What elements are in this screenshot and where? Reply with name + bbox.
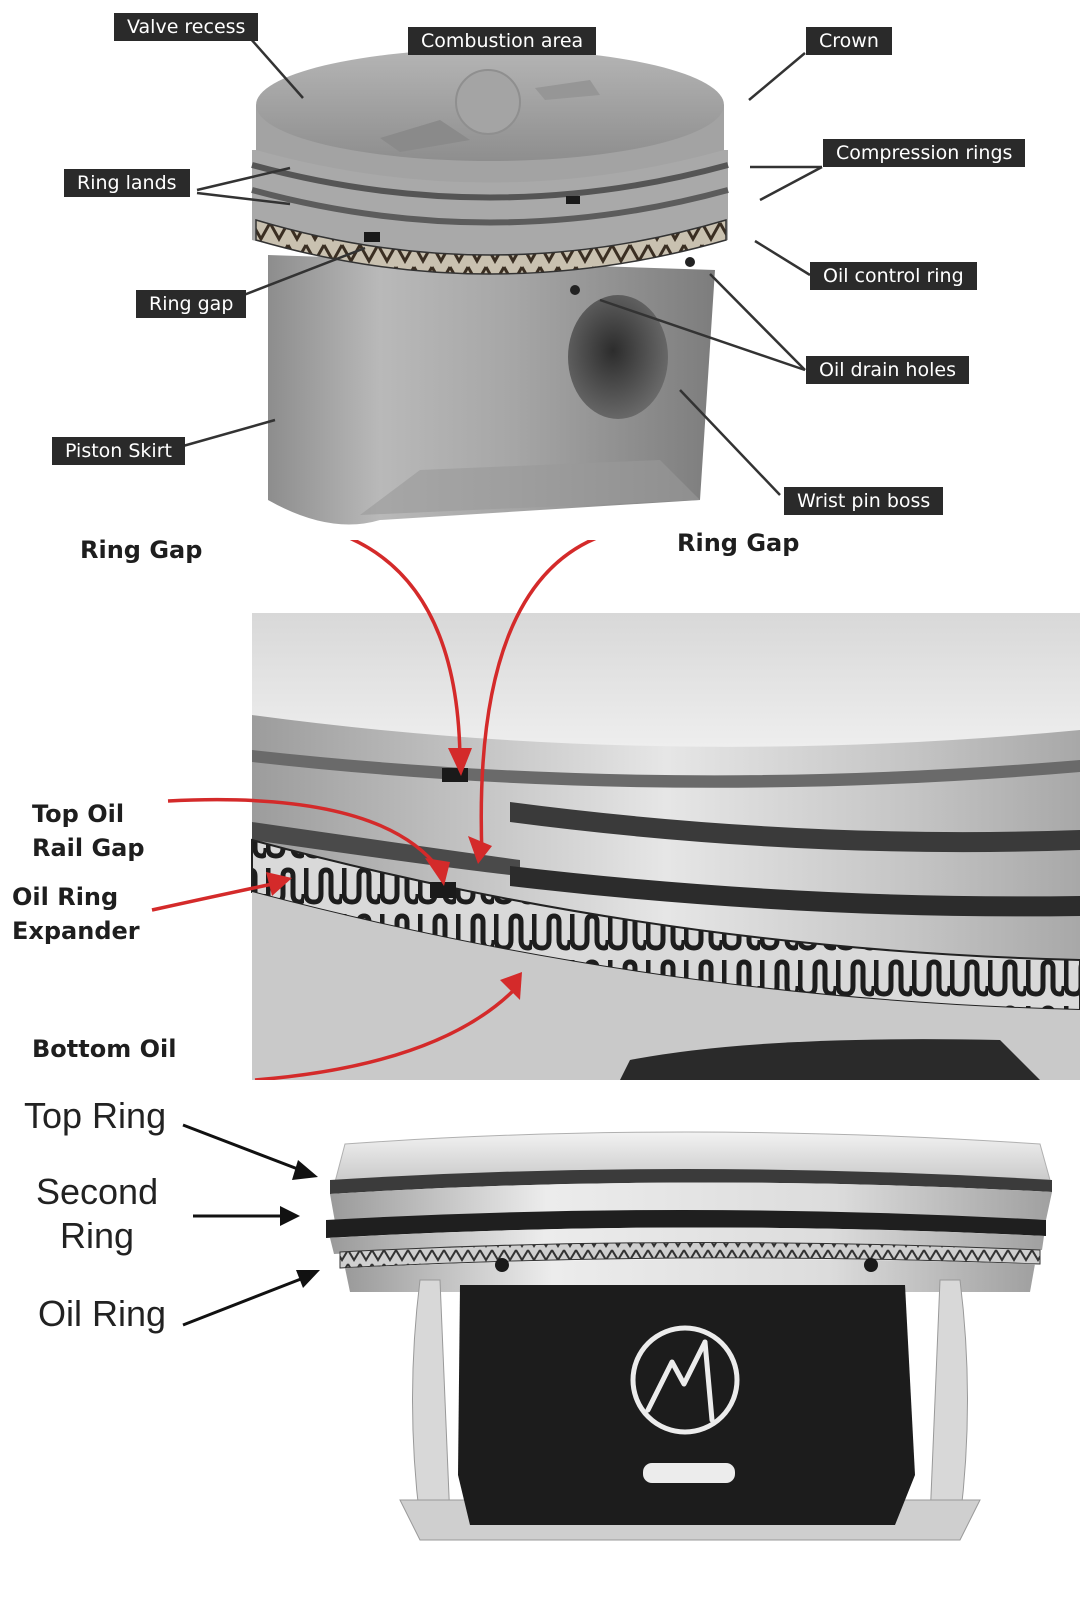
label-ring-gap-right: Ring Gap: [677, 529, 800, 557]
black-arrowheads: [280, 1160, 320, 1288]
label-oil-drain-holes: Oil drain holes: [806, 356, 969, 384]
label-top-ring: Top Ring: [24, 1095, 167, 1136]
label-second-ring: Second Ring: [36, 1170, 158, 1258]
red-arrows: [151, 540, 597, 1080]
top-piston-diagram: Valve recess Combustion area Crown Ring …: [0, 0, 1080, 540]
black-arrows: [182, 1123, 307, 1327]
leader-lines: [175, 37, 823, 496]
ring-piston: [326, 1131, 1052, 1541]
label-valve-recess: Valve recess: [114, 13, 259, 41]
label-ring-lands: Ring lands: [64, 169, 190, 197]
label-top-oil-rail-gap: Top Oil Rail Gap: [32, 800, 145, 862]
label-crown: Crown: [806, 27, 892, 55]
red-arrowheads: [266, 748, 522, 1000]
label-piston-skirt: Piston Skirt: [52, 437, 185, 465]
closeup-piston-illustration: [151, 540, 1080, 1080]
top-piston-illustration: [175, 37, 823, 525]
ring-positions-illustration: [182, 1123, 1052, 1541]
ring-gap-closeup-diagram: Ring Gap Ring Gap Top Oil Rail Gap Oil R…: [0, 529, 1080, 1080]
lightning-circle-logo-icon: [630, 1325, 740, 1483]
label-wrist-pin-boss: Wrist pin boss: [784, 487, 944, 515]
label-ring-gap: Ring gap: [136, 290, 247, 318]
label-combustion-area: Combustion area: [408, 27, 597, 55]
ring-positions-diagram: Top Ring Second Ring Oil Ring: [0, 1080, 1080, 1620]
label-ring-gap-left: Ring Gap: [80, 536, 203, 564]
label-compression-rings: Compression rings: [823, 139, 1026, 167]
label-second-ring-line2: Ring: [60, 1215, 135, 1256]
label-oil-ring: Oil Ring: [38, 1293, 167, 1334]
piston-body: [251, 49, 729, 525]
closeup-piston: [251, 613, 1080, 1080]
label-bottom-oil-rail-gap: Bottom Oil: [32, 1035, 177, 1063]
label-oil-control-ring: Oil control ring: [810, 262, 977, 290]
label-oil-ring-expander: Oil Ring Expander: [12, 883, 140, 945]
label-second-ring-line1: Second: [36, 1171, 159, 1212]
